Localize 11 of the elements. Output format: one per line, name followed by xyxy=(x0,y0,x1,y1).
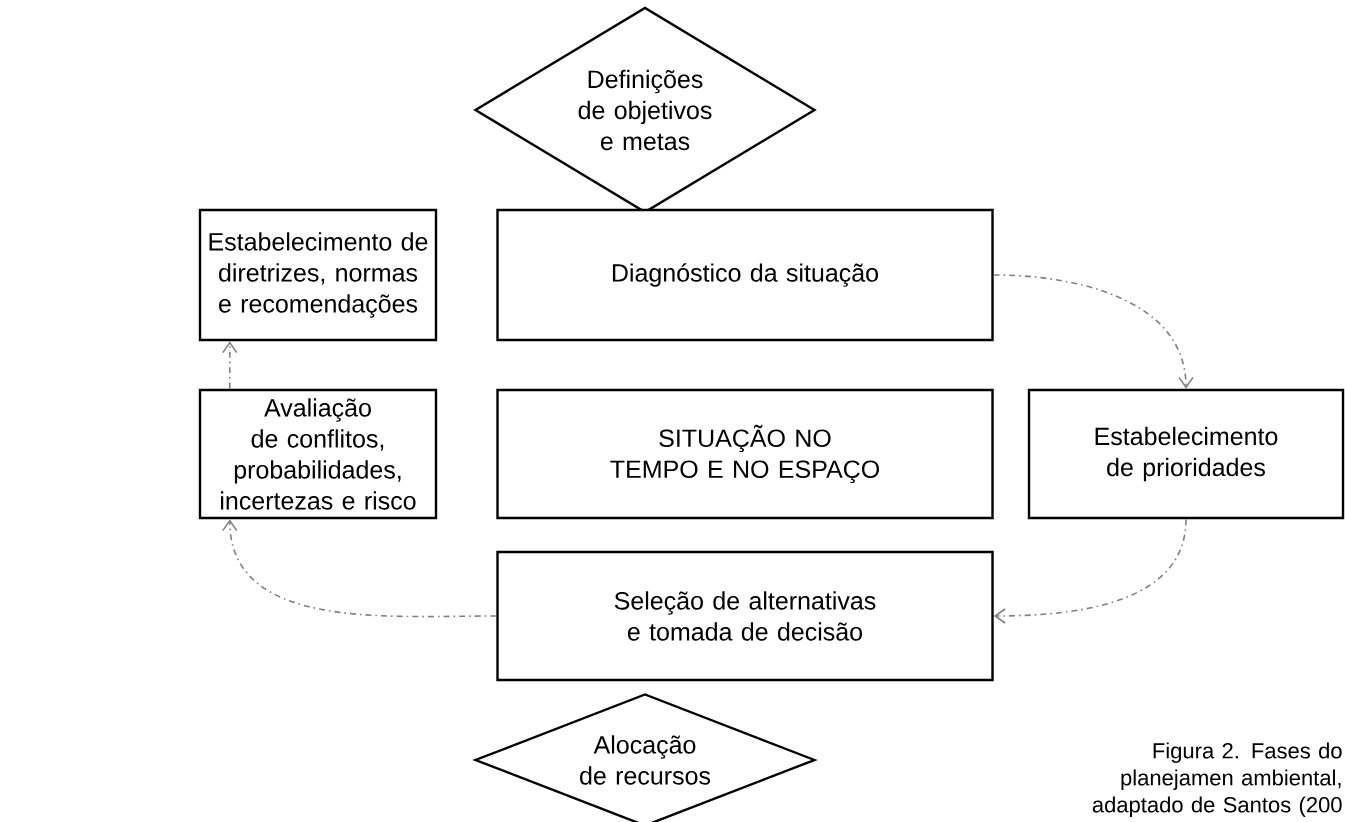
process-box: Estabelecimento de diretrizes, normas e recomendações xyxy=(198,208,438,342)
process-box: SITUAÇÃO NO TEMPO E NO ESPAÇO xyxy=(496,388,994,520)
process-box: Diagnóstico da situação xyxy=(496,208,994,342)
arrow xyxy=(222,519,498,618)
arrow xyxy=(993,518,1187,624)
process-box: Seleção de alternativas e tomada de decisão xyxy=(496,550,994,682)
arrow xyxy=(222,341,238,390)
process-box: Avaliação de conflitos, probabilidades, incertezas e risco xyxy=(198,388,438,520)
arrow xyxy=(992,274,1194,389)
process-box: Estabelecimento de prioridades xyxy=(1027,388,1345,520)
caption: Figura 2. Fases do planejamen ambiental, adaptado de Santos (200 xyxy=(1092,742,1342,817)
